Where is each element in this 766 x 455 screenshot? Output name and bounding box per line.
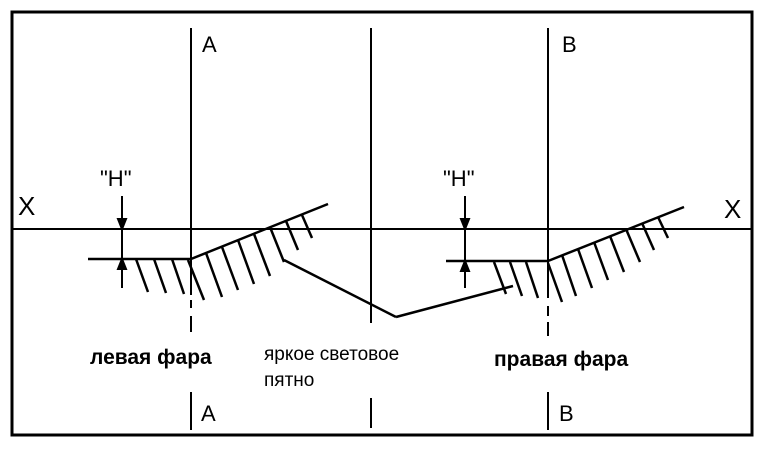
line-b-label-bottom: B [559, 401, 574, 426]
left-h-label: "H" [100, 166, 132, 191]
left-hatching [134, 214, 314, 301]
left-h-dimension [116, 196, 128, 288]
line-a-label-bottom: A [201, 401, 216, 426]
right-h-label: "H" [443, 166, 475, 191]
left-headlight-label: левая фара [90, 346, 212, 369]
diagram-frame [10, 10, 754, 437]
right-h-dimension [459, 196, 471, 288]
right-cutoff-line [446, 205, 685, 263]
axis-label-right: X [724, 194, 741, 224]
axis-label-left: X [18, 191, 35, 221]
line-a-label-top: A [202, 32, 217, 57]
bright-spot-pointer [283, 258, 514, 319]
right-headlight-label: правая фара [494, 348, 628, 371]
line-b-label-top: B [562, 32, 577, 57]
bright-spot-label-line1: яркое световое [264, 344, 399, 365]
right-hatching [492, 216, 670, 303]
bright-spot-label-line2: пятно [264, 370, 314, 391]
left-cutoff-line [88, 202, 329, 261]
